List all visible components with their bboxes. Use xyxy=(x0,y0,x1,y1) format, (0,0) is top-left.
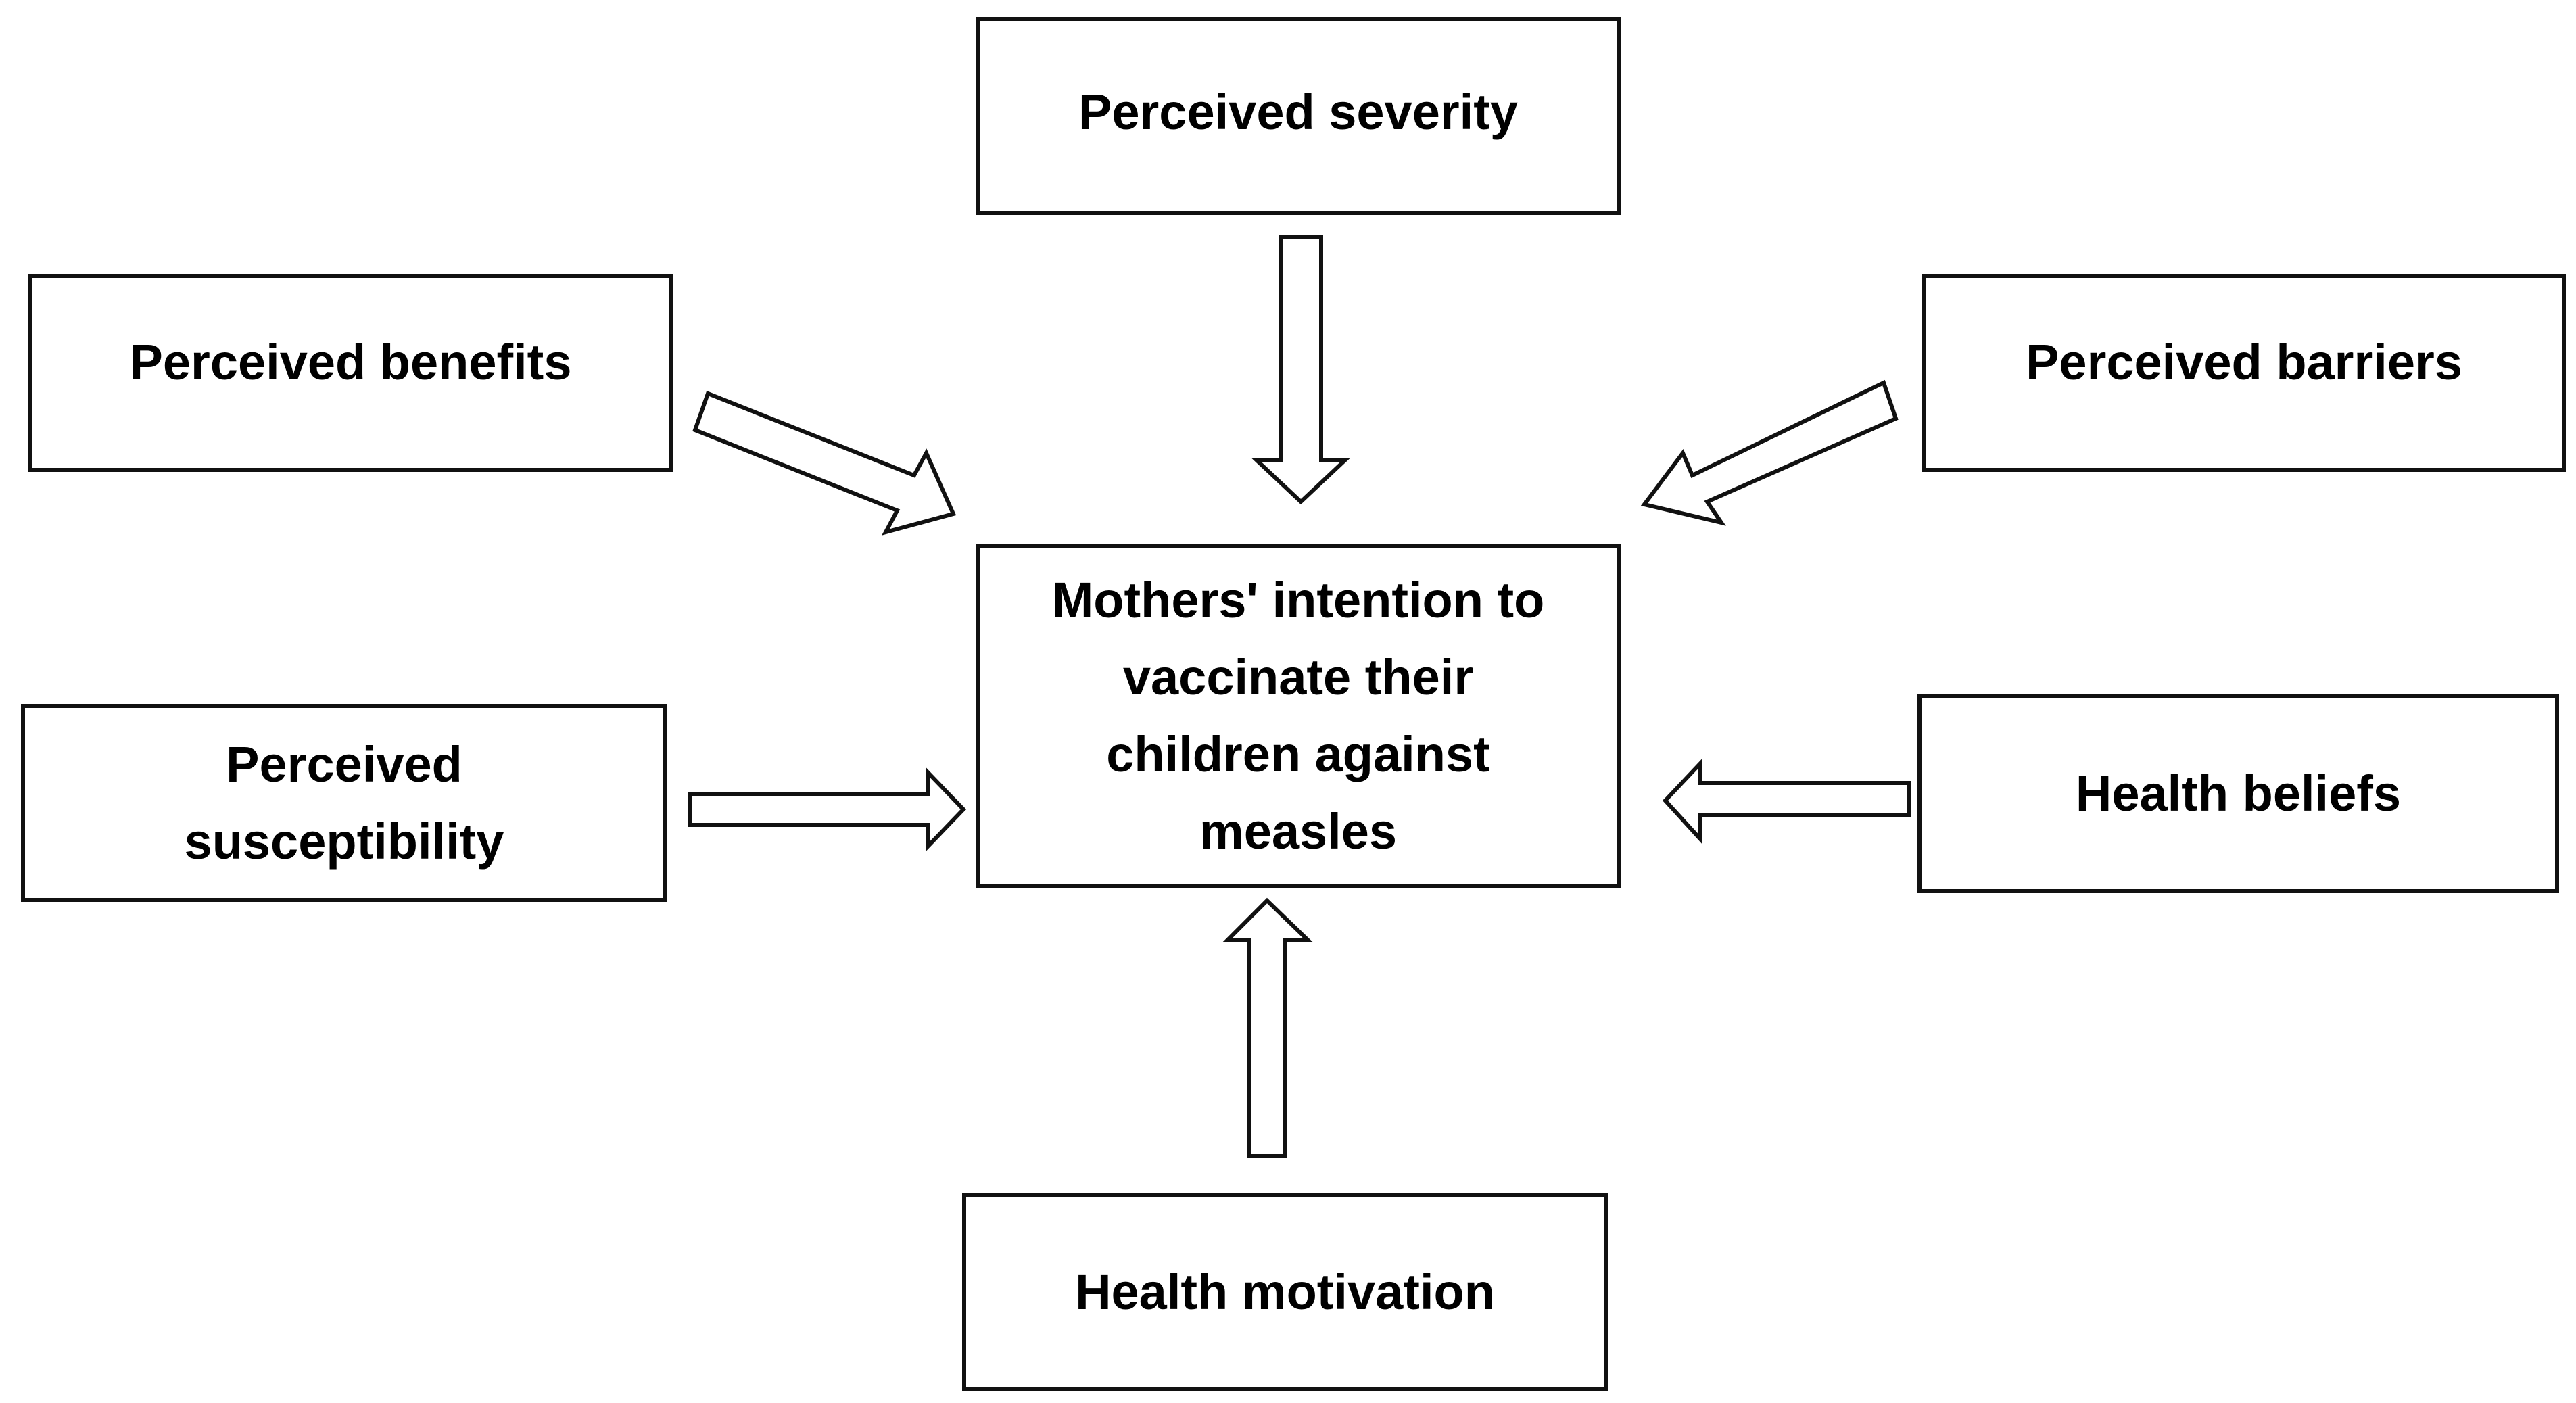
factor-label-perceived-benefits: Perceived benefits xyxy=(129,334,572,390)
arrow-severity-to-intention xyxy=(1251,235,1351,505)
arrow-beliefs-to-intention xyxy=(1662,759,1911,844)
factor-box-health-motivation: Health motivation xyxy=(962,1193,1608,1391)
factor-box-perceived-severity: Perceived severity xyxy=(976,17,1621,215)
factor-label-perceived-severity: Perceived severity xyxy=(1078,84,1519,140)
factor-box-perceived-barriers: Perceived barriers xyxy=(1922,274,2566,472)
outcome-label-intention: Mothers' intention to vaccinate their ch… xyxy=(1051,572,1545,859)
factor-box-perceived-susceptibility: Perceived susceptibility xyxy=(21,704,667,902)
factor-label-health-motivation: Health motivation xyxy=(1075,1263,1495,1320)
arrow-benefits-to-intention xyxy=(692,391,957,536)
arrow-barriers-to-intention xyxy=(1640,379,1899,526)
arrow-motivation-to-intention xyxy=(1222,897,1313,1158)
factor-label-perceived-barriers: Perceived barriers xyxy=(2026,334,2462,390)
factor-box-perceived-benefits: Perceived benefits xyxy=(28,274,673,472)
factor-label-perceived-susceptibility: Perceived susceptibility xyxy=(184,736,504,870)
factor-label-health-beliefs: Health beliefs xyxy=(2075,765,2402,822)
factor-box-health-beliefs: Health beliefs xyxy=(1917,694,2559,893)
arrow-susceptibility-to-intention xyxy=(688,767,967,851)
outcome-box-intention: Mothers' intention to vaccinate their ch… xyxy=(976,544,1621,888)
